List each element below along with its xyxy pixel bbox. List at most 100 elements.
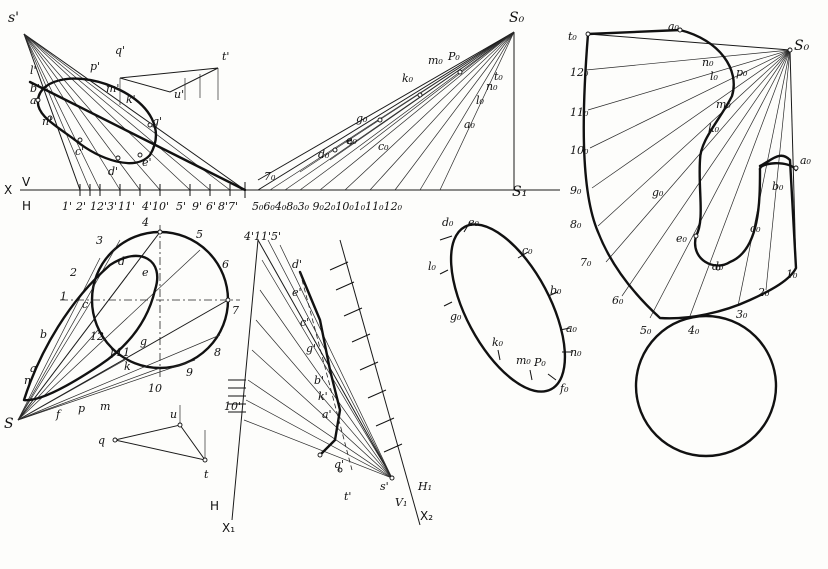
aux-dash <box>299 271 353 471</box>
circle-label-2: 2 <box>69 266 77 279</box>
tick-label-6: 6' <box>206 200 216 213</box>
label-s1: S₁ <box>512 184 527 200</box>
horizontal-projection: S a b n f p m q u t c d e k g l 1 2 3 4 … <box>4 216 240 481</box>
tick-label-11: 11' <box>118 200 135 213</box>
circle-label-8: 8 <box>214 346 221 359</box>
aux-label-h1: H₁ <box>417 480 432 493</box>
cutting-plane <box>28 80 247 192</box>
dev-label-9: 9₀ <box>570 184 582 197</box>
label-m-prime: m' <box>106 82 119 95</box>
ellipse-label-l0: l₀ <box>428 260 437 273</box>
aux-section <box>298 270 342 457</box>
label-d0: d₀ <box>318 148 330 161</box>
label-c0: c₀ <box>378 140 389 153</box>
tick-label-5: 5' <box>176 200 186 213</box>
dev-outer-edge <box>582 32 798 320</box>
tick-label-8: 8' <box>218 200 228 213</box>
section-curve <box>36 77 158 165</box>
point <box>793 165 799 171</box>
apex-ray <box>17 334 221 421</box>
dev-label-c0: c₀ <box>750 222 761 235</box>
dev-ray <box>737 49 791 307</box>
circle-label-1: 1 <box>60 290 67 303</box>
ellipse-label-k0: k₀ <box>492 336 504 349</box>
aux-ray <box>259 289 393 479</box>
dev-ray <box>621 49 791 297</box>
point <box>225 297 231 303</box>
dev-ray <box>591 49 791 189</box>
circle-label-9: 9 <box>186 366 193 379</box>
tick-label-1: 1' <box>62 200 72 213</box>
point <box>157 229 163 235</box>
dev-label-p0: p₀ <box>736 66 748 79</box>
point <box>115 155 121 161</box>
aux-label-d: d' <box>292 258 302 271</box>
label-s-prime: s' <box>8 10 19 26</box>
ellipse-label-n0: n₀ <box>570 346 582 359</box>
aux-label-4-11-5: 4'11'5' <box>243 230 281 243</box>
tick-label-4-10: 4'10' <box>141 200 169 213</box>
label-p0: P₀ <box>447 50 460 63</box>
label-c-prime: c' <box>75 145 84 158</box>
ray <box>257 31 515 181</box>
ray <box>369 31 515 191</box>
apex-ray <box>17 249 201 421</box>
dev-ray <box>597 49 791 227</box>
label-g-prime: g' <box>152 115 162 128</box>
label-k-prime: k' <box>126 93 136 106</box>
label-l0: l₀ <box>476 94 485 107</box>
triangle-qtu <box>119 67 219 93</box>
aux-ray <box>243 419 393 479</box>
section-curve-h <box>22 254 159 402</box>
aux-label-b: b' <box>314 374 324 387</box>
dev-label-5: 5₀ <box>640 324 652 337</box>
ellipse-label-f0: f₀ <box>559 382 569 395</box>
label-b: b <box>40 328 47 341</box>
apex-ray <box>17 239 121 421</box>
aux-label-10: 10' <box>224 400 241 413</box>
label-n-prime: n' <box>42 115 52 128</box>
label-u-prime: u' <box>174 88 184 101</box>
label-f: f <box>55 408 62 421</box>
ellipse-label-m0: m₀ <box>516 354 531 367</box>
tick-label-7: 7' <box>228 200 238 213</box>
aux-label-k: k' <box>318 390 328 403</box>
dev-label-a0: a₀ <box>668 20 680 33</box>
ellipse-label-a0: a₀ <box>566 322 578 335</box>
aux-ray <box>245 399 393 479</box>
dev-ray <box>649 49 791 319</box>
label-a0: a₀ <box>464 118 476 131</box>
label-c: c <box>82 298 88 311</box>
dev-label-12: 12₀ <box>570 66 589 79</box>
point <box>457 69 463 75</box>
ellipse-label-g0: g₀ <box>450 310 462 323</box>
axis-x-label: X <box>4 183 12 197</box>
dev-label-3: 3₀ <box>736 308 748 321</box>
axis-ticks <box>79 182 246 198</box>
dev-label-8: 8₀ <box>570 218 582 231</box>
label-s0-top: S₀ <box>509 10 525 26</box>
apex-ray <box>17 367 161 421</box>
ray <box>23 33 81 191</box>
axis-h-label: H <box>22 199 31 213</box>
ellipse-label-c0: c₀ <box>522 244 533 257</box>
point <box>715 265 721 271</box>
label-g0: g₀ <box>356 112 368 125</box>
point <box>337 467 343 473</box>
label-t: t <box>204 468 209 481</box>
tick-label-12-3: 12'3' <box>90 200 117 213</box>
point <box>377 117 383 123</box>
dev-label-l0: l₀ <box>710 70 719 83</box>
label-t-prime: t' <box>222 50 229 63</box>
point <box>332 147 338 153</box>
ray <box>23 33 141 191</box>
aux-ray <box>261 259 393 479</box>
aux-ticks <box>228 261 403 453</box>
ellipse-label-d0: d₀ <box>442 216 454 229</box>
ray <box>439 31 515 191</box>
section-ellipse <box>449 223 567 393</box>
dev-ray <box>587 49 791 111</box>
ellipse-ticks <box>439 221 572 381</box>
label-q-prime: q' <box>115 44 125 57</box>
